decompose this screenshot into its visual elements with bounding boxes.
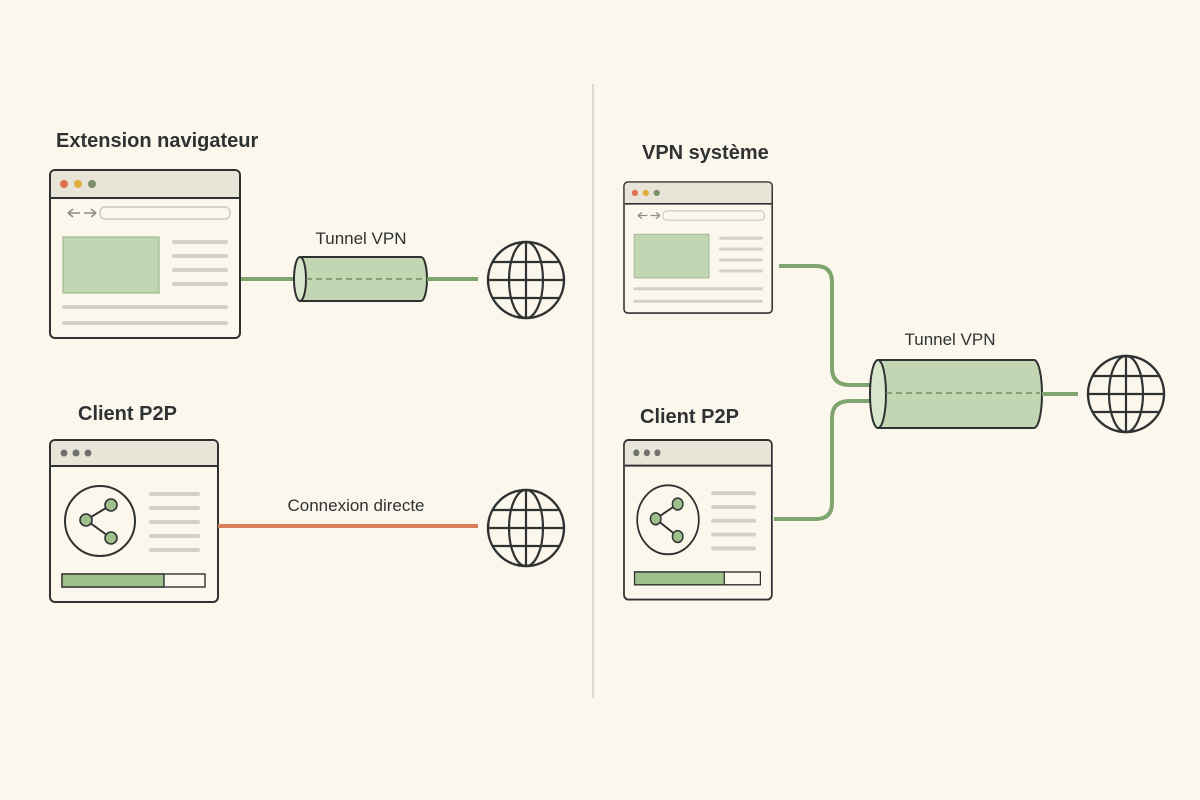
- p2p-window-icon: [623, 439, 773, 601]
- globe-icon: [486, 240, 566, 320]
- vpn-systeme-title: VPN système: [642, 142, 769, 164]
- browser-window-icon: [623, 181, 773, 314]
- globe-icon: [1086, 354, 1166, 434]
- client-p2p-title-right: Client P2P: [640, 406, 739, 428]
- browser-window-icon: [49, 169, 241, 339]
- extension-navigateur-title: Extension navigateur: [56, 130, 258, 152]
- tunnel-icon: [293, 256, 428, 302]
- p2p-route-line: [774, 399, 878, 521]
- browser-route-line: [779, 264, 878, 387]
- globe-icon: [486, 488, 566, 568]
- p2p-window-icon: [49, 439, 219, 603]
- connexion-directe-label: Connexion directe: [287, 496, 424, 515]
- tunnel-vpn-label-right: Tunnel VPN: [904, 330, 995, 349]
- tunnel-icon: [869, 359, 1043, 429]
- tunnel-vpn-label: Tunnel VPN: [315, 229, 406, 248]
- client-p2p-title: Client P2P: [78, 403, 177, 425]
